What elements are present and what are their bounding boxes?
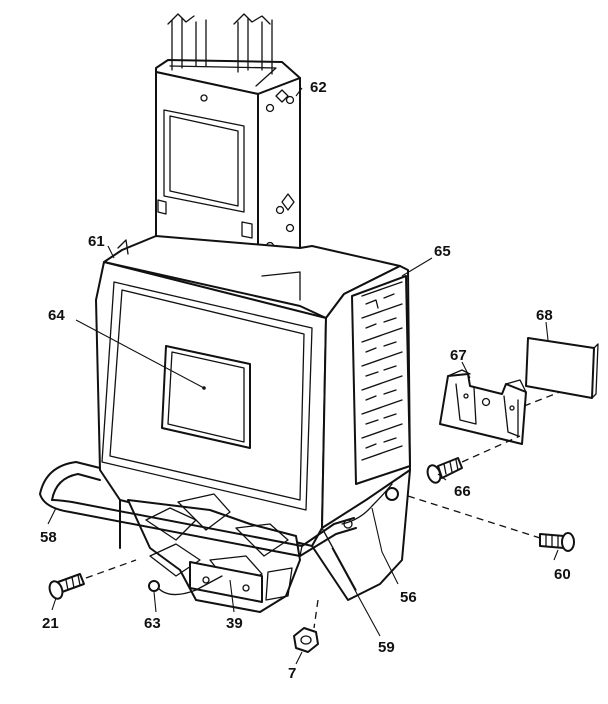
display-window-part-64 xyxy=(161,345,251,449)
mounting-bracket-part-67 xyxy=(439,369,527,445)
screw-part-60 xyxy=(539,532,575,552)
screw-part-66 xyxy=(426,457,463,484)
callout-65: 65 xyxy=(434,243,451,260)
callout-21: 21 xyxy=(42,615,59,632)
callout-63: 63 xyxy=(144,615,161,632)
callout-58: 58 xyxy=(40,529,57,546)
callout-68: 68 xyxy=(536,307,553,324)
callout-66: 66 xyxy=(454,483,471,500)
nut-part-7 xyxy=(293,627,319,653)
callout-56: 56 xyxy=(400,589,417,606)
upper-bracket-part-62 xyxy=(155,13,301,293)
callout-62: 62 xyxy=(310,79,327,96)
cord-part-56-63 xyxy=(148,483,399,596)
callout-59: 59 xyxy=(378,639,395,656)
callout-67: 67 xyxy=(450,347,467,364)
pad-part-68 xyxy=(525,337,599,399)
control-strip-part-65 xyxy=(351,275,411,485)
callout-64: 64 xyxy=(48,307,65,324)
callout-60: 60 xyxy=(554,566,571,583)
callout-39: 39 xyxy=(226,615,243,632)
assembly-lines xyxy=(85,391,561,629)
callout-7: 7 xyxy=(288,665,296,682)
callout-labels: 62 61 65 64 68 67 66 58 60 56 21 63 39 5… xyxy=(40,79,571,682)
callout-61: 61 xyxy=(88,233,105,250)
leader-lines xyxy=(47,87,559,665)
lower-hub-assembly xyxy=(127,493,301,613)
screw-part-21 xyxy=(48,573,85,600)
